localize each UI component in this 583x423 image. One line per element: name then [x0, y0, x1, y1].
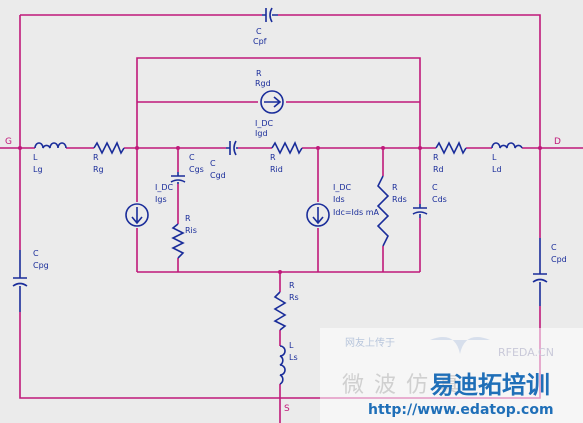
gate-port-label: G — [5, 137, 12, 147]
watermark: 网友上传于 RFEDA.CN 微波仿真 易迪拓培训 http://www.eda… — [320, 328, 583, 423]
watermark-big-text: 微波仿真 — [342, 373, 470, 398]
watermark-url: http://www.edatop.com — [368, 402, 554, 418]
resistor-rid — [271, 141, 303, 155]
current-source-igs — [125, 203, 149, 227]
cpd-type: C — [551, 243, 557, 252]
drain-port-label: D — [554, 137, 561, 147]
cgd-name: Cgd — [210, 171, 226, 180]
ls-type: L — [289, 341, 294, 350]
current-source-ids — [306, 203, 330, 227]
watermark-top-text: 网友上传于 — [345, 336, 395, 349]
rg-type: R — [93, 153, 99, 162]
rid-name: Rid — [270, 165, 283, 174]
capacitor-cgs — [170, 172, 186, 184]
cpg-name: Cpg — [33, 261, 49, 270]
rd-type: R — [433, 153, 439, 162]
wires — [0, 14, 583, 423]
igs-type: I_DC — [155, 183, 174, 192]
lg-name: Lg — [33, 165, 43, 174]
butterfly-icon — [430, 337, 490, 354]
lg-type: L — [33, 153, 38, 162]
rds-type: R — [392, 183, 398, 192]
cgd-type: C — [210, 159, 216, 168]
cpf-name: Cpf — [253, 37, 267, 46]
inductor-ld — [491, 142, 523, 149]
inductor-ls — [279, 345, 286, 385]
rg-name: Rg — [93, 165, 104, 174]
current-source-igd — [260, 90, 284, 114]
ids-name: Ids — [333, 195, 345, 204]
resistor-rd — [435, 141, 467, 155]
junctions — [18, 146, 542, 274]
cds-name: Cds — [432, 195, 447, 204]
source-port-label: S — [284, 404, 290, 414]
cpf-type: C — [256, 27, 262, 36]
cpd-name: Cpd — [551, 255, 567, 264]
cds-type: C — [432, 183, 438, 192]
ids-value: Idc=Ids mA — [333, 208, 379, 217]
rd-name: Rd — [433, 165, 444, 174]
igd-type: I_DC — [255, 119, 274, 128]
rds-name: Rds — [392, 195, 407, 204]
ld-name: Ld — [492, 165, 502, 174]
ris-name: Ris — [185, 226, 197, 235]
rgd-type: R — [256, 69, 262, 78]
watermark-brand: RFEDA.CN — [498, 346, 554, 359]
cpg-type: C — [33, 249, 39, 258]
capacitor-cpf — [262, 7, 278, 23]
ls-name: Ls — [289, 353, 298, 362]
capacitor-cgd — [226, 140, 238, 156]
igs-name: Igs — [155, 195, 167, 204]
capacitor-cpd — [532, 238, 548, 306]
watermark-cn-logo: 易迪拓培训 — [430, 371, 550, 399]
inductor-lg — [34, 142, 67, 149]
resistor-rg — [93, 141, 125, 155]
ld-type: L — [492, 153, 497, 162]
resistor-rds — [376, 175, 390, 247]
cgs-name: Cgs — [189, 165, 204, 174]
resistor-rs — [273, 291, 287, 331]
cgs-type: C — [189, 153, 195, 162]
rgd-name: Rgd — [255, 79, 271, 88]
ris-type: R — [185, 214, 191, 223]
capacitor-cds — [412, 204, 428, 218]
rid-type: R — [270, 153, 276, 162]
ids-type: I_DC — [333, 183, 352, 192]
igd-name: Igd — [255, 129, 268, 138]
capacitor-cpg — [12, 250, 28, 312]
resistor-ris — [171, 223, 185, 259]
rs-name: Rs — [289, 293, 299, 302]
rs-type: R — [289, 281, 295, 290]
